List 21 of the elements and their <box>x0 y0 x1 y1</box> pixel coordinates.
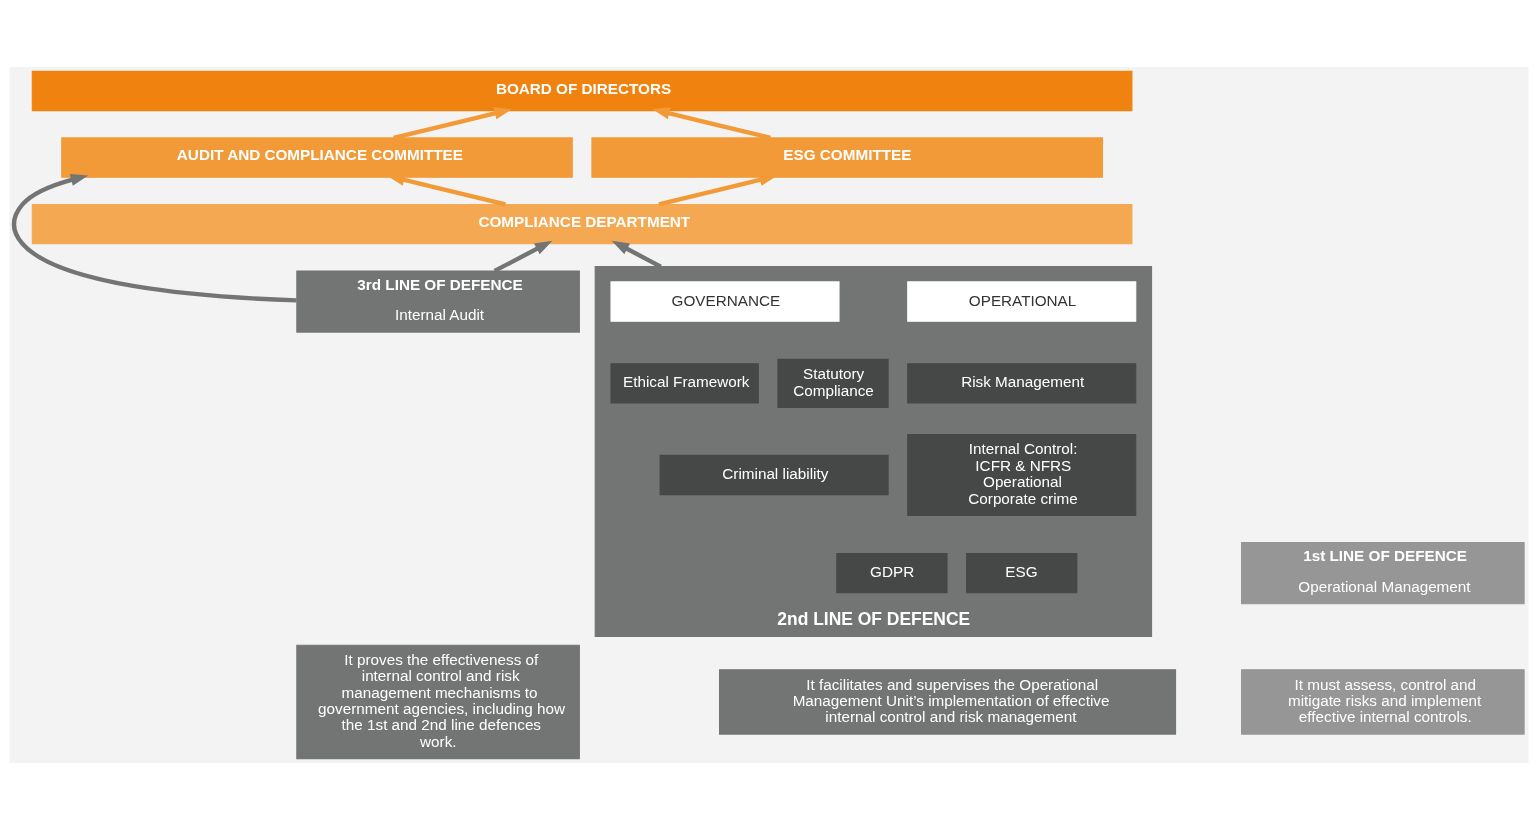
node-box: It facilitates and supervises the Operational Management Unit’s implementation of effective internal control and risk management <box>718 669 1176 735</box>
node-box: Criminal liability <box>659 454 889 496</box>
node-box: 1st LINE OF DEFENCE Operational Management <box>1240 542 1525 605</box>
node-box: COMPLIANCE DEPARTMENT <box>31 203 1132 245</box>
node-box: Ethical Framework <box>609 363 759 404</box>
node-box: OPERATIONAL <box>906 281 1136 322</box>
node-box: Risk Management <box>906 363 1136 404</box>
node-box: 3rd LINE OF DEFENCE Internal Audit <box>295 270 580 333</box>
node-box: It must assess, control and mitigate risks and implement effective internal controls. <box>1240 669 1525 735</box>
node-box: ESG <box>965 553 1077 594</box>
node-box: GOVERNANCE <box>609 281 840 322</box>
node-box: Statutory Compliance <box>776 358 889 408</box>
node-box: GDPR <box>835 553 948 594</box>
node-box: BOARD OF DIRECTORS <box>31 70 1132 112</box>
arrow <box>611 240 662 269</box>
node-box: ESG COMMITTEE <box>590 137 1103 178</box>
node-box: Internal Control: ICFR & NFRS Operational Corporate crime <box>906 434 1136 516</box>
node-box: AUDIT AND COMPLIANCE COMMITTEE <box>60 137 573 178</box>
arrow <box>493 240 552 273</box>
arrow <box>11 173 297 303</box>
node-box: It proves the effectiveness of internal control and risk management mechanisms to government agencies, including how the 1st and 2nd line defences work. <box>295 644 580 760</box>
